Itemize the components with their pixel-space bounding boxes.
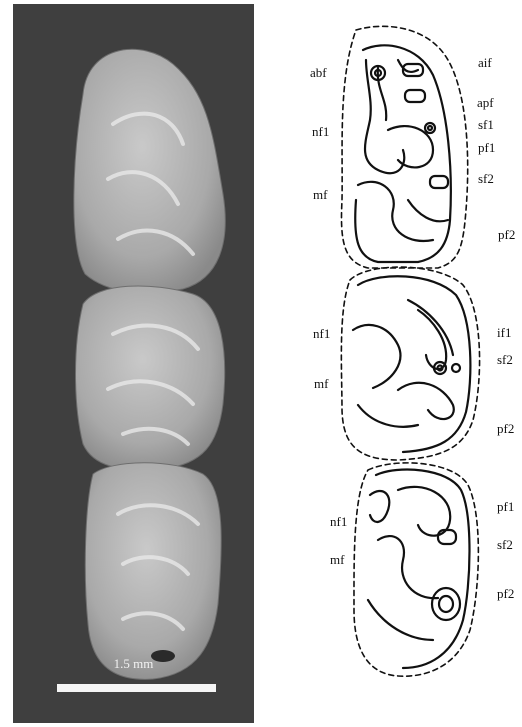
label-pf2-molar3: pf2 (497, 587, 514, 601)
photo-first-molar (74, 49, 225, 292)
label-pf1-molar1: pf1 (478, 141, 495, 155)
tooth-photo-image (13, 4, 254, 723)
label-mf-molar3: mf (330, 553, 344, 567)
label-aif: aif (478, 56, 492, 70)
label-mf-molar1: mf (313, 188, 327, 202)
drawing-first-molar (341, 26, 467, 268)
scale-bar-label: 1.5 mm (13, 656, 254, 672)
label-mf-molar2: mf (314, 377, 328, 391)
label-sf1: sf1 (478, 118, 494, 132)
label-abf: abf (310, 66, 327, 80)
label-nf1-molar2: nf1 (313, 327, 330, 341)
label-pf2-molar2: pf2 (497, 422, 514, 436)
label-apf: apf (477, 96, 494, 110)
label-nf1-molar3: nf1 (330, 515, 347, 529)
label-if1: if1 (497, 326, 511, 340)
label-pf2-molar1: pf2 (498, 228, 515, 242)
label-sf2-molar2: sf2 (497, 353, 513, 367)
drawing-third-molar (354, 463, 478, 676)
scale-bar (57, 684, 216, 692)
tooth-photograph: 1.5 mm (13, 4, 254, 723)
label-nf1-molar1: nf1 (312, 125, 329, 139)
photo-third-molar (85, 463, 221, 680)
drawing-second-molar (341, 267, 479, 460)
label-sf2-molar3: sf2 (497, 538, 513, 552)
photo-second-molar (76, 286, 225, 470)
label-sf2-molar1: sf2 (478, 172, 494, 186)
label-pf1-molar3: pf1 (497, 500, 514, 514)
